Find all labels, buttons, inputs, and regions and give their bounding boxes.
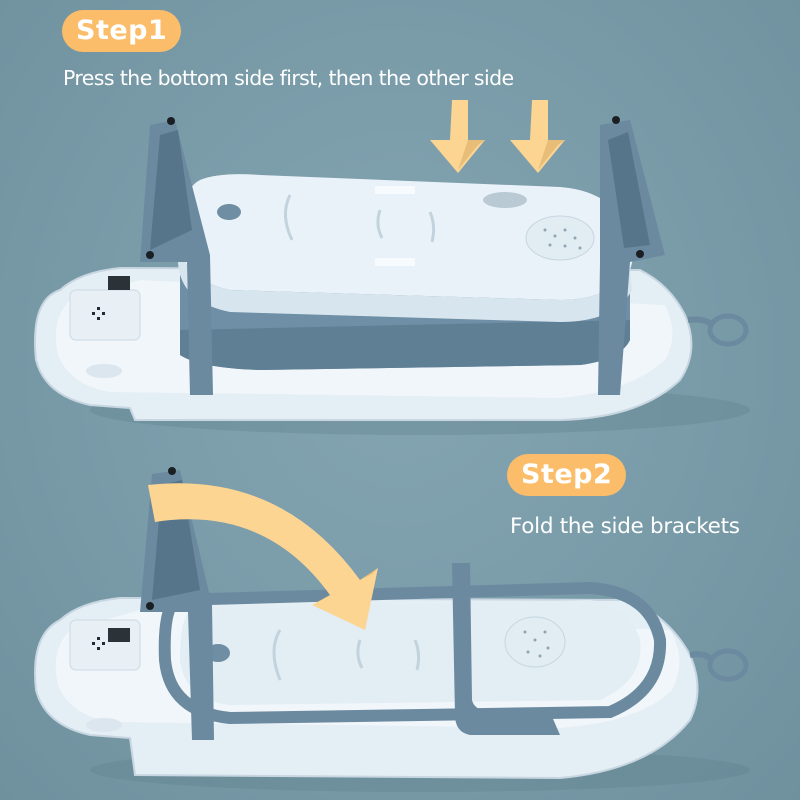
step2-instruction: Fold the side brackets bbox=[510, 514, 740, 539]
step2-badge: Step2 bbox=[507, 454, 627, 496]
curved-arrow-icon bbox=[148, 483, 378, 630]
down-arrow-icon bbox=[510, 100, 565, 173]
down-arrow-icon bbox=[430, 100, 485, 173]
step1-badge: Step1 bbox=[62, 10, 182, 52]
step1-instruction: Press the bottom side first, then the ot… bbox=[63, 66, 514, 90]
